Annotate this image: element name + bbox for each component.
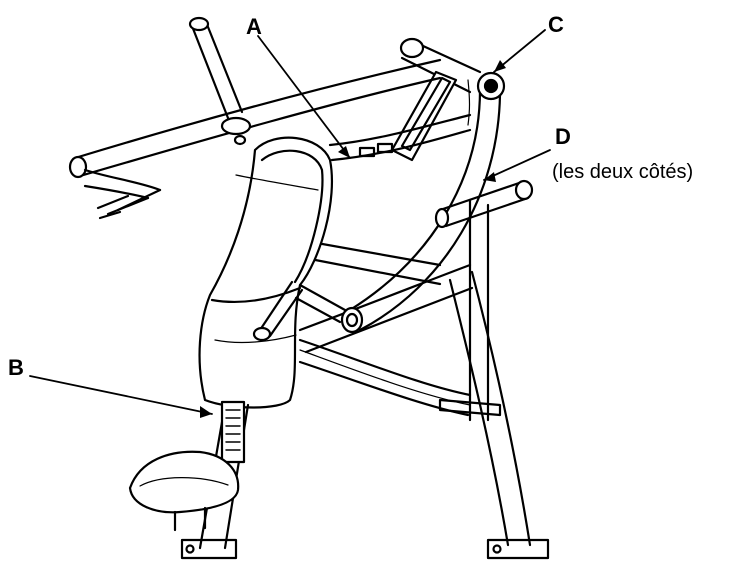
front-right-leg — [448, 270, 550, 560]
left-arm-handle — [252, 280, 347, 342]
rear-frame — [298, 198, 502, 422]
bottom-cross-bar — [298, 338, 472, 417]
seat — [128, 450, 240, 532]
callout-note-both-sides: (les deux côtés) — [552, 161, 694, 183]
right-side-handle — [434, 179, 534, 229]
backrest-pad — [198, 136, 334, 409]
callout-label-d: D — [555, 124, 571, 149]
left-vertical-handle — [188, 16, 252, 146]
callout-label-b: B — [8, 355, 24, 380]
arrowheads — [200, 60, 506, 418]
top-pivot-assembly — [390, 37, 506, 162]
callout-label-a: A — [246, 14, 262, 39]
callout-label-c: C — [548, 12, 564, 37]
top-handlebar — [68, 58, 442, 220]
